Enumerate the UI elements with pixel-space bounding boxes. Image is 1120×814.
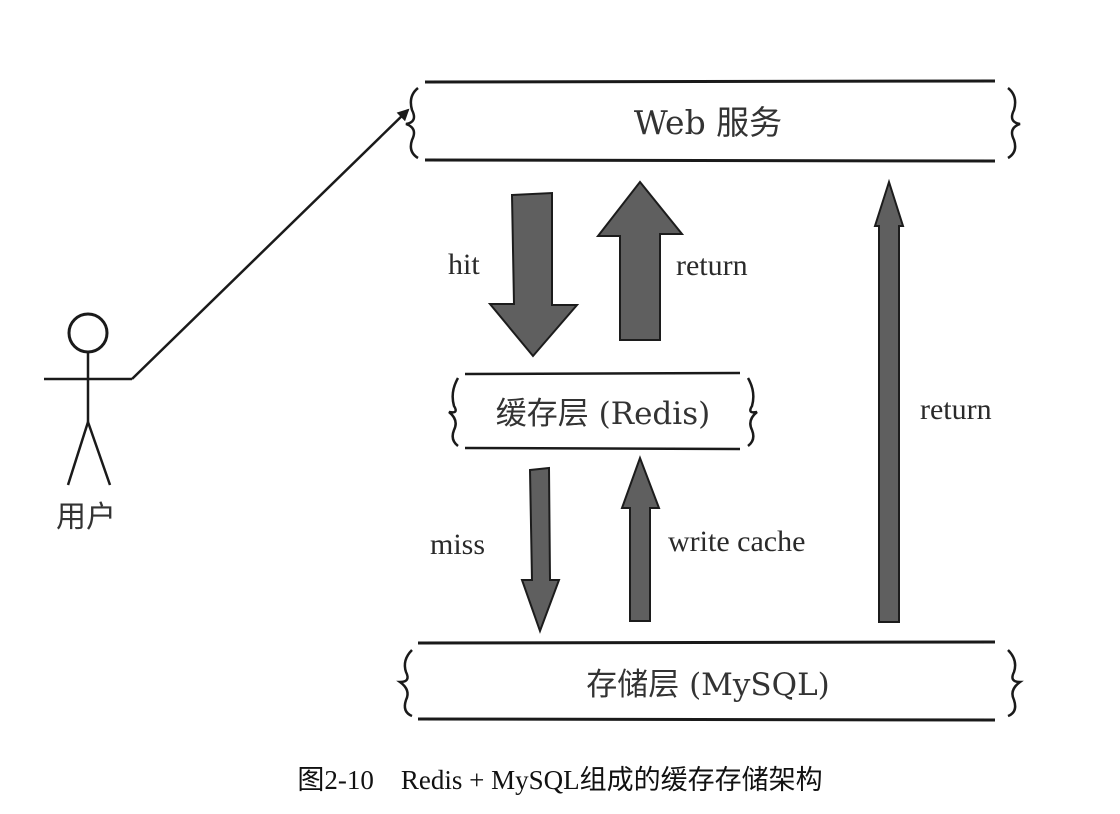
right-brace — [1007, 649, 1024, 718]
left-brace — [396, 649, 413, 718]
storage-layer-box: 存储层 (MySQL) — [396, 640, 1024, 722]
user-to-web-arrow — [131, 108, 410, 380]
hit-arrow — [487, 191, 580, 358]
right-brace — [1007, 87, 1021, 160]
user-left-leg — [66, 421, 90, 486]
cache-layer-box: 缓存层 (Redis) — [448, 371, 758, 451]
architecture-diagram: Web 服务 缓存层 (Redis) 存储层 (MySQL) hit retur… — [44, 79, 1024, 722]
return-cache-arrow — [595, 180, 685, 341]
user-figure: 用户 — [44, 312, 132, 535]
user-right-leg — [86, 421, 112, 486]
figure-caption: 图2-10 Redis + MySQL组成的缓存存储架构 — [297, 765, 823, 795]
web-service-label: Web 服务 — [634, 103, 782, 142]
return-cache-label: return — [676, 249, 748, 282]
write-cache-arrow — [620, 455, 661, 622]
return-storage-label: return — [920, 393, 992, 426]
right-brace — [746, 377, 758, 447]
miss-arrow — [520, 466, 561, 634]
web-service-box: Web 服务 — [405, 79, 1021, 163]
miss-label: miss — [430, 528, 485, 561]
left-brace — [405, 87, 419, 160]
write-cache-label: write cache — [668, 525, 805, 558]
user-label: 用户 — [56, 500, 116, 535]
hit-label: hit — [448, 248, 480, 281]
left-brace — [448, 377, 460, 447]
cache-layer-label: 缓存层 (Redis) — [496, 396, 710, 432]
user-head — [67, 312, 109, 354]
return-storage-arrow — [873, 178, 905, 623]
storage-layer-label: 存储层 (MySQL) — [586, 667, 830, 703]
